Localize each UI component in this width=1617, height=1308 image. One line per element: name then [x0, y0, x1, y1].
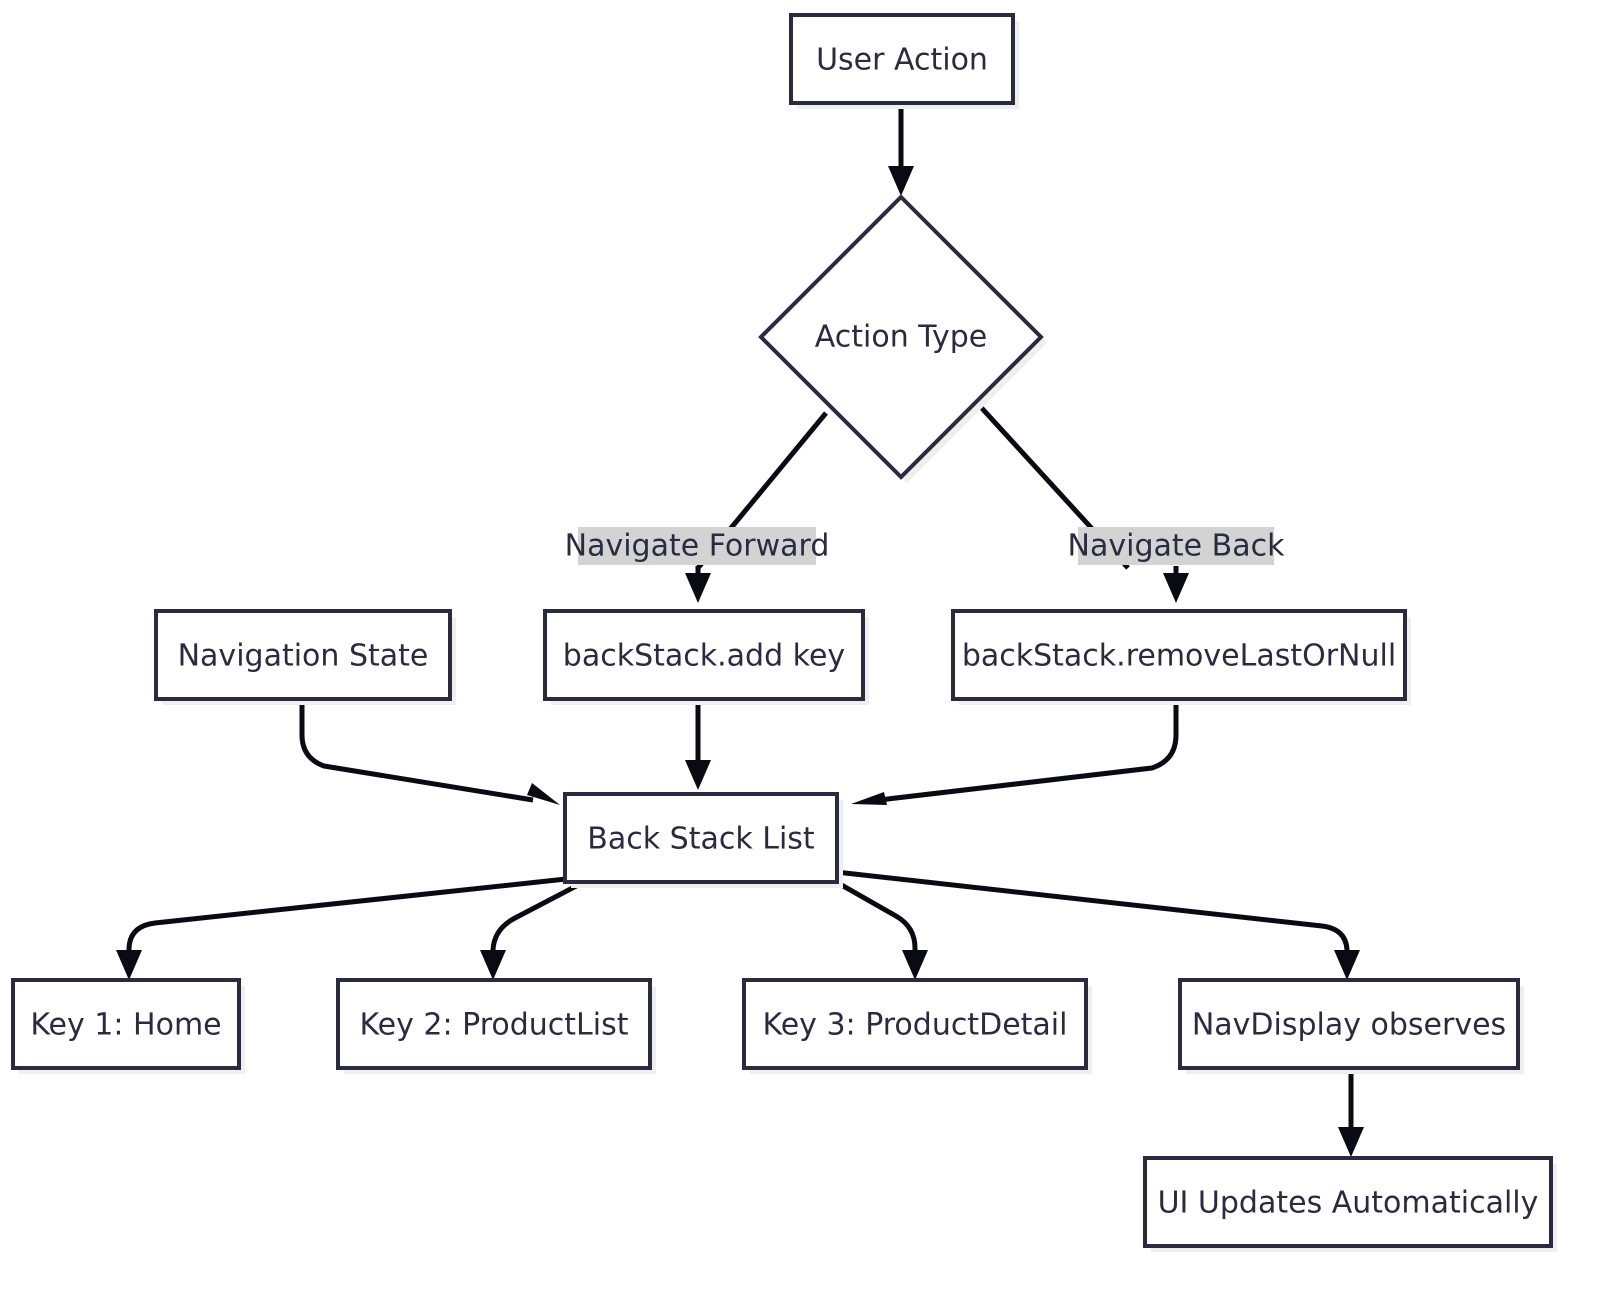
node-key-1-home[interactable]: Key 1: Home: [11, 978, 245, 1074]
node-navigation-state[interactable]: Navigation State: [154, 609, 456, 705]
node-back-stack-list[interactable]: Back Stack List: [563, 792, 843, 888]
node-key-2-productlist-label: Key 2: ProductList: [359, 1008, 628, 1043]
node-key-2-productlist[interactable]: Key 2: ProductList: [336, 978, 656, 1074]
node-nav-display-observes-label: NavDisplay observes: [1192, 1008, 1506, 1043]
node-ui-updates-automatically[interactable]: UI Updates Automatically: [1143, 1156, 1557, 1252]
edge-back-stack-list-to-key1: [116, 876, 567, 980]
edge-backstack-add-to-back-stack-list: [685, 702, 711, 790]
node-user-action[interactable]: User Action: [789, 13, 1019, 109]
node-nav-display-observes[interactable]: NavDisplay observes: [1178, 978, 1524, 1074]
node-back-stack-list-label: Back Stack List: [587, 822, 815, 857]
edge-layer: [116, 104, 1364, 1157]
edge-back-stack-list-to-key2: [480, 880, 584, 980]
edge-navigation-state-to-back-stack-list: [299, 702, 560, 805]
edge-nav-display-to-ui-updates: [1338, 1070, 1364, 1157]
edge-label-navigate-back-text: Navigate Back: [1068, 529, 1286, 564]
edge-label-navigate-forward-text: Navigate Forward: [565, 529, 830, 564]
edge-action-type-to-backstack-remove: [976, 402, 1189, 603]
node-key-3-productdetail-label: Key 3: ProductDetail: [763, 1008, 1068, 1043]
node-ui-updates-automatically-label: UI Updates Automatically: [1158, 1186, 1539, 1221]
edge-label-navigate-forward: Navigate Forward: [565, 527, 830, 565]
edge-user-action-to-action-type: [888, 104, 914, 196]
node-key-1-home-label: Key 1: Home: [30, 1008, 221, 1043]
node-backstack-remove-label: backStack.removeLastOrNull: [962, 639, 1396, 674]
edge-label-navigate-back: Navigate Back: [1068, 527, 1286, 565]
node-key-3-productdetail[interactable]: Key 3: ProductDetail: [742, 978, 1092, 1074]
node-backstack-add[interactable]: backStack.add key: [543, 609, 869, 705]
node-user-action-label: User Action: [816, 43, 988, 78]
edge-back-stack-list-to-nav-display: [835, 869, 1360, 980]
node-backstack-remove[interactable]: backStack.removeLastOrNull: [951, 609, 1411, 705]
edge-action-type-to-backstack-add: [685, 411, 828, 603]
edge-back-stack-list-to-key3: [836, 880, 928, 980]
node-backstack-add-label: backStack.add key: [563, 639, 845, 674]
edge-backstack-remove-to-back-stack-list: [851, 702, 1179, 805]
node-action-type[interactable]: Action Type: [758, 194, 1047, 483]
node-action-type-label: Action Type: [815, 320, 987, 355]
node-navigation-state-label: Navigation State: [178, 639, 429, 674]
